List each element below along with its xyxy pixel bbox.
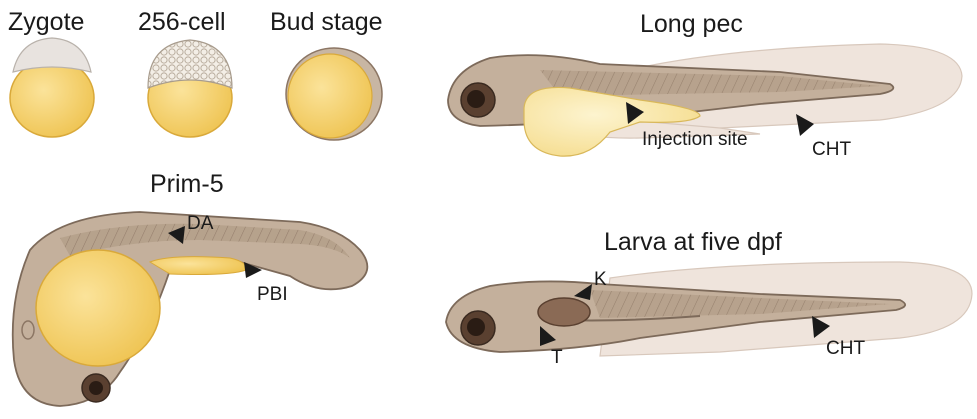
larva-embryo [446,262,972,356]
pbi-label: PBI [257,284,288,305]
k-label: K [594,269,607,290]
zygote-embryo [10,38,94,137]
cell256-embryo [148,40,232,137]
injection-site-label: Injection site [642,129,748,150]
long-pec-label: Long pec [640,10,743,38]
larva-cht-label: CHT [826,338,865,359]
prim5-label: Prim-5 [150,170,224,198]
da-label: DA [187,213,214,234]
cell256-label: 256-cell [138,8,226,36]
prim5-embryo [13,212,368,406]
larva-label: Larva at five dpf [604,228,782,256]
long-pec-cht-label: CHT [812,139,851,160]
bud-stage-label: Bud stage [270,8,383,36]
t-label: T [551,347,563,368]
bud-stage-embryo [286,48,382,140]
zygote-label: Zygote [8,8,84,36]
